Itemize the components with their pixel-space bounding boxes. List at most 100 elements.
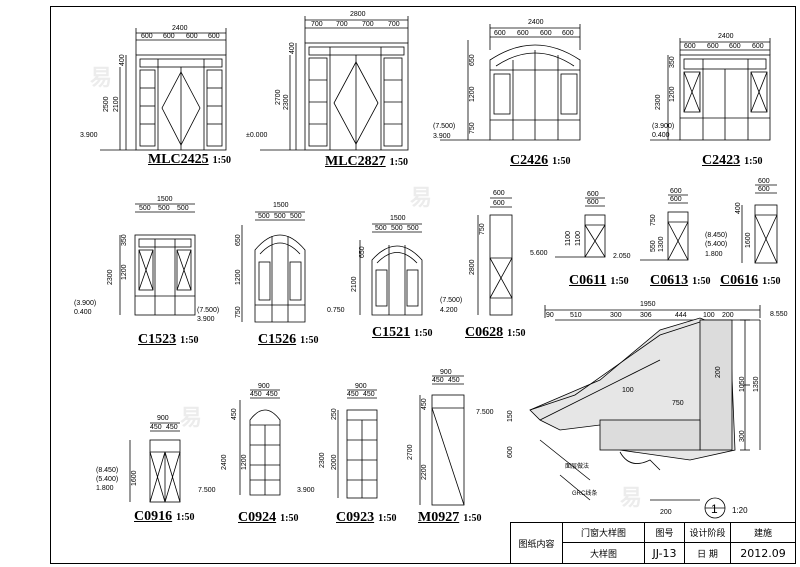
elevation: 0.400	[74, 309, 92, 316]
window-c0616	[741, 184, 778, 264]
dim: 200	[722, 312, 734, 319]
dim: 500	[139, 205, 151, 212]
window-c2426	[440, 24, 581, 141]
dim: 600	[587, 191, 599, 198]
dim: 650	[235, 234, 242, 246]
dim: 600	[729, 43, 741, 50]
detail-number: 1	[711, 502, 718, 516]
dim: 600	[670, 196, 682, 203]
dim: 300	[610, 312, 622, 319]
sheet-no-label: 图号	[645, 523, 685, 543]
dim: 500	[290, 213, 302, 220]
dim: 900	[355, 383, 367, 390]
dim: 1050	[739, 376, 746, 392]
window-c2423	[650, 38, 771, 141]
window-c0916	[129, 422, 181, 503]
dim: 450	[166, 424, 178, 431]
window-c0613	[640, 194, 689, 261]
dim: 2300	[283, 94, 290, 110]
dim: 500	[177, 205, 189, 212]
dim: 500	[274, 213, 286, 220]
dim: 2100	[113, 96, 120, 112]
dim: 600	[494, 30, 506, 37]
window-c0611	[555, 197, 606, 258]
dim: 700	[362, 21, 374, 28]
dim: 350	[669, 56, 676, 68]
dim: 1200	[241, 454, 248, 470]
stage-label: 设计阶段	[685, 523, 731, 543]
title-block: 图纸内容 门窗大样图 大样图 图号 JJ-13 设计阶段 日 期 建施 2012…	[510, 522, 796, 564]
dim: 2400	[528, 19, 544, 26]
dim: 400	[735, 202, 742, 214]
dim: 510	[570, 312, 582, 319]
dim: 750	[235, 306, 242, 318]
dim: 600	[562, 30, 574, 37]
dim: 2400	[172, 25, 188, 32]
window-c1526	[241, 211, 306, 323]
elevation: 3.900	[80, 132, 98, 139]
door-m0927	[419, 375, 465, 506]
elevation: 0.400	[652, 132, 670, 139]
dim: 650	[469, 54, 476, 66]
dim: 600	[758, 178, 770, 185]
dim: 900	[258, 383, 270, 390]
dim: 2700	[407, 444, 414, 460]
dim: 600	[517, 30, 529, 37]
dim: 600	[208, 33, 220, 40]
elevation: 7.500	[198, 487, 216, 494]
dim: 1600	[131, 470, 138, 486]
dim: 250	[331, 408, 338, 420]
dim: 444	[675, 312, 687, 319]
dim: 600	[684, 43, 696, 50]
dim: 500	[391, 225, 403, 232]
elevation: 3.900	[197, 316, 215, 323]
dim: 1950	[640, 301, 656, 308]
dim: 600	[507, 446, 514, 458]
date-label: 日 期	[685, 543, 731, 563]
elevation: 2.050	[613, 253, 631, 260]
elevation: 0.750	[327, 307, 345, 314]
content-value-2: 大样图	[563, 543, 645, 563]
dim: 700	[336, 21, 348, 28]
stage-value: 建施	[731, 523, 795, 543]
dim: 306	[640, 312, 652, 319]
dim: 2800	[350, 11, 366, 18]
dim: 600	[163, 33, 175, 40]
elevation: (3.900)	[652, 123, 674, 130]
dim: 200	[715, 366, 722, 378]
dim: 100	[703, 312, 715, 319]
dim: 2300	[655, 94, 662, 110]
elevation: 4.200	[440, 307, 458, 314]
window-mlc2425	[100, 28, 227, 151]
dim: 450	[432, 377, 444, 384]
elevation: (7.500)	[440, 297, 462, 304]
dim: 750	[479, 223, 486, 235]
dim: 1300	[658, 236, 665, 252]
elevation: 1.800	[96, 485, 114, 492]
dim: 400	[289, 42, 296, 54]
dim: 700	[311, 21, 323, 28]
content-value-1: 门窗大样图	[563, 523, 645, 543]
dim: 450	[347, 391, 359, 398]
elevation: 5.600	[530, 250, 548, 257]
dim: 1600	[745, 232, 752, 248]
dim: 1500	[273, 202, 289, 209]
dim: 450	[250, 391, 262, 398]
dim: 1350	[753, 376, 760, 392]
dim: 300	[739, 430, 746, 442]
elevation: ±0.000	[246, 132, 267, 139]
dim: 200	[660, 509, 672, 516]
dim: 700	[388, 21, 400, 28]
dim: 1200	[669, 86, 676, 102]
dim: 2400	[718, 33, 734, 40]
dim: 900	[157, 415, 169, 422]
